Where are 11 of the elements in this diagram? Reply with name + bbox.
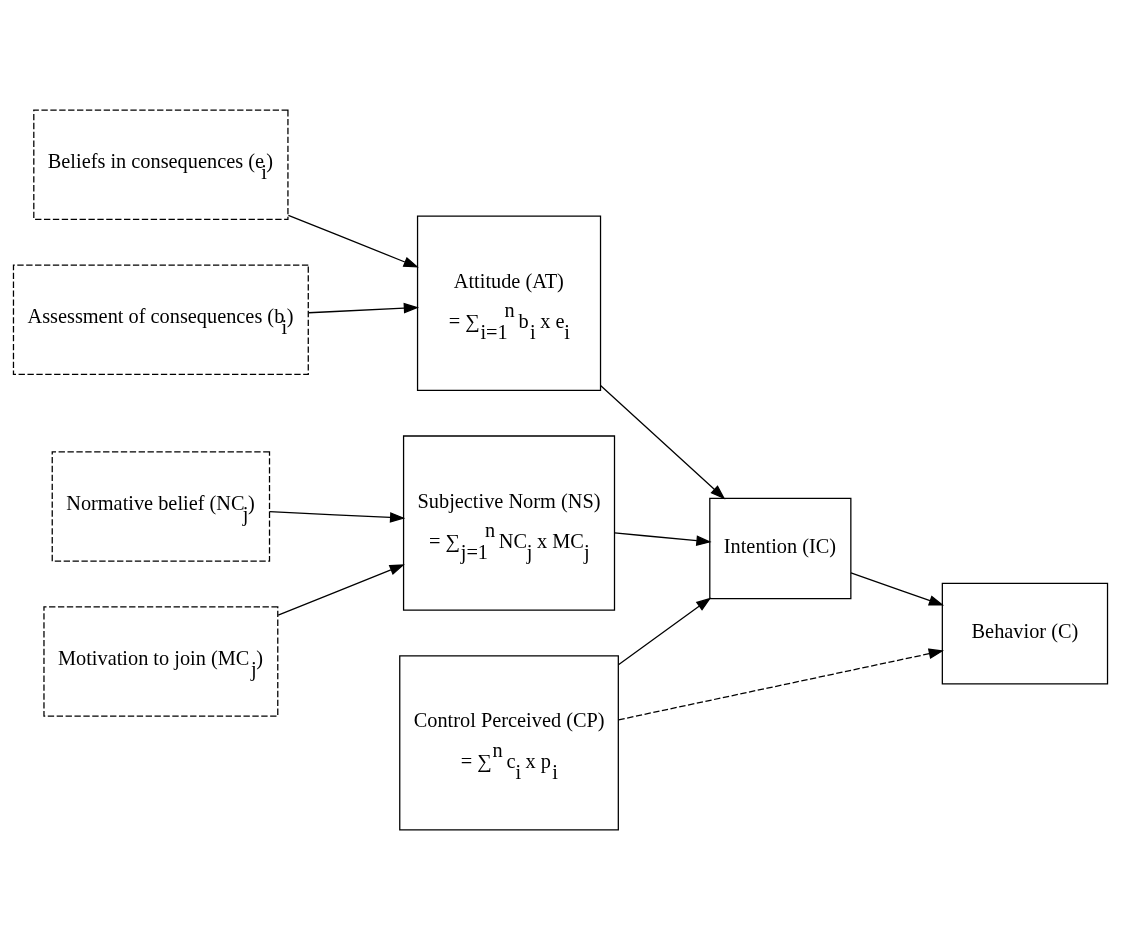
node-box: Behavior (C) [941,582,1109,685]
arrow [617,648,944,721]
arrow [850,572,945,606]
arrow [277,564,405,616]
arrow [268,511,406,523]
node-box: Intention (IC) [709,497,852,600]
arrow [613,532,712,546]
arrow [308,302,420,314]
arrow [617,597,712,666]
arrow [599,384,726,500]
arrow [287,214,419,268]
